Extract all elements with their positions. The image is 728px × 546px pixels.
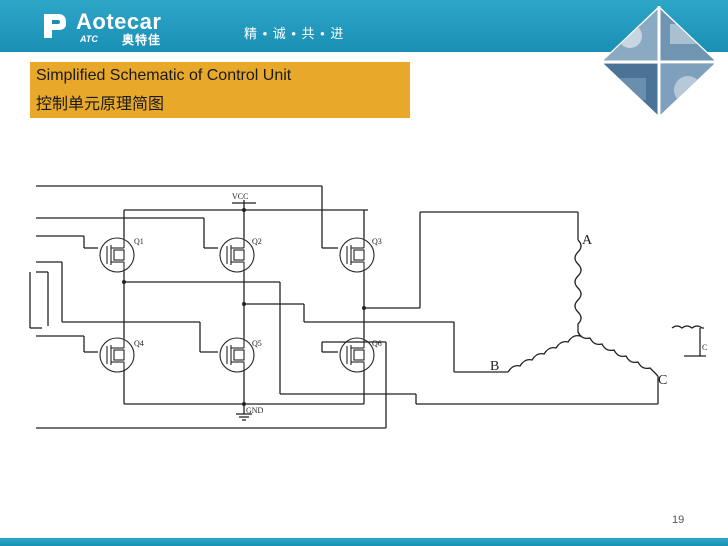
mosfet-q2: [219, 237, 255, 273]
q6-label: Q6: [372, 339, 382, 348]
aotecar-logo-icon: [44, 14, 66, 38]
slogan: 精 • 诚 • 共 • 进: [244, 26, 345, 41]
vcc-label: VCC: [232, 192, 248, 201]
slide-title-cn: 控制单元原理简图: [36, 96, 165, 113]
slide-title-box: Simplified Schematic of Control Unit 控制单…: [30, 62, 410, 118]
mosfet-q1: [99, 237, 135, 273]
q5-label: Q5: [252, 339, 262, 348]
motor-windings: [507, 239, 706, 377]
phase-b-label: B: [490, 359, 499, 374]
header-bar: Aotecar ATC 奥特佳 精 • 诚 • 共 • 进: [0, 0, 728, 52]
phase-c-small-label: C: [702, 343, 707, 352]
gnd-label: GND: [246, 406, 264, 415]
q4-label: Q4: [134, 339, 144, 348]
control-unit-schematic: VCC GND Q1 Q2 Q3 Q4 Q5 Q6 A B C C: [29, 185, 707, 429]
q2-label: Q2: [252, 237, 262, 246]
mosfet-q4: [99, 337, 135, 373]
mosfet-q5: [219, 337, 255, 373]
footer-bar: [0, 538, 728, 546]
q1-label: Q1: [134, 237, 144, 246]
brand-name: Aotecar: [76, 9, 162, 34]
brand-abbrev: ATC: [80, 34, 98, 44]
mosfet-q3: [339, 237, 375, 273]
phase-a-label: A: [582, 233, 593, 248]
q3-label: Q3: [372, 237, 382, 246]
page-number: 19: [672, 514, 685, 526]
mosfet-q6: [339, 337, 375, 373]
slide-title-en: Simplified Schematic of Control Unit: [36, 67, 292, 84]
decorative-photo-collage: [600, 6, 718, 118]
brand-name-cn: 奥特佳: [122, 33, 162, 47]
phase-c-label: C: [658, 373, 667, 388]
